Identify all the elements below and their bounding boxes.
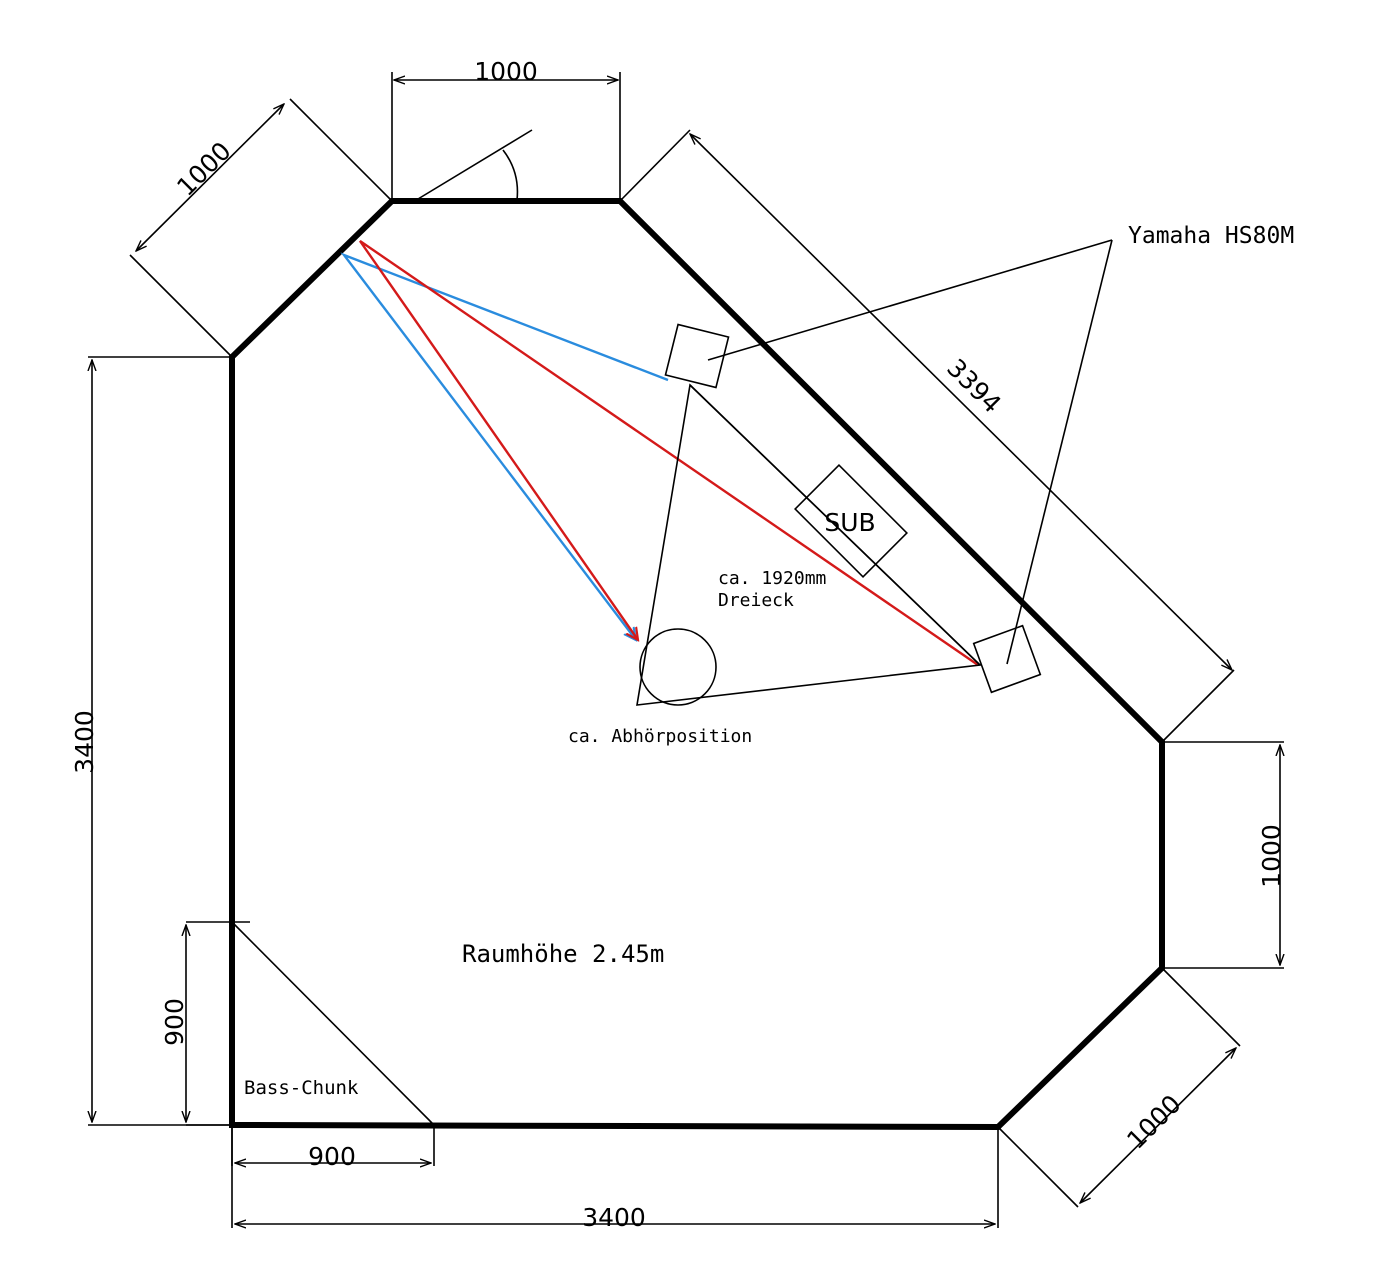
dimension-top-wall: 1000: [391, 57, 621, 201]
bass-trap: 900 900 Bass-Chunk: [160, 921, 435, 1171]
bass-trap-width-text: 900: [308, 1142, 356, 1171]
speaker-model-label: Yamaha HS80M: [1128, 223, 1294, 249]
reflection-rays: [340, 240, 979, 666]
angle-indicator: [417, 129, 533, 201]
dimension-right-wall-text: 1000: [1257, 824, 1286, 888]
bass-trap-label: Bass-Chunk: [244, 1077, 359, 1099]
dimension-bottom-wall: 3400: [231, 1125, 999, 1232]
dimension-top-left-diagonal: 1000: [129, 98, 393, 358]
listening-position-label: ca. Abhörposition: [568, 726, 752, 747]
reflection-ray-red: [359, 240, 979, 666]
speaker-right: [972, 624, 1042, 694]
stereo-triangle: [636, 383, 982, 706]
speaker-callout: [707, 239, 1113, 665]
bass-trap-height-text: 900: [160, 998, 189, 1046]
dimension-bottom-right-diagonal: 1000: [997, 967, 1241, 1208]
speaker-left: [664, 323, 730, 389]
reflection-ray-blue: [340, 252, 669, 640]
subwoofer-label: SUB: [824, 508, 875, 537]
subwoofer: SUB: [794, 464, 908, 578]
dimension-bottom-right-diagonal-text: 1000: [1121, 1089, 1186, 1154]
room-walls: [229, 198, 1165, 1131]
dimension-left-wall: 3400: [70, 356, 232, 1126]
dimension-right-wall: 1000: [1162, 741, 1286, 969]
dimension-top-left-diagonal-text: 1000: [171, 136, 236, 201]
listening-position-circle: [639, 628, 717, 706]
room-height-label: Raumhöhe 2.45m: [462, 940, 664, 968]
triangle-label-line2: Dreieck: [718, 590, 794, 611]
dimension-bottom-wall-text: 3400: [582, 1203, 646, 1232]
dimension-left-wall-text: 3400: [70, 710, 99, 774]
triangle-label-line1: ca. 1920mm: [718, 568, 826, 589]
dimension-top-right-diagonal-text: 3394: [941, 353, 1006, 418]
dimension-top-wall-text: 1000: [474, 57, 538, 86]
